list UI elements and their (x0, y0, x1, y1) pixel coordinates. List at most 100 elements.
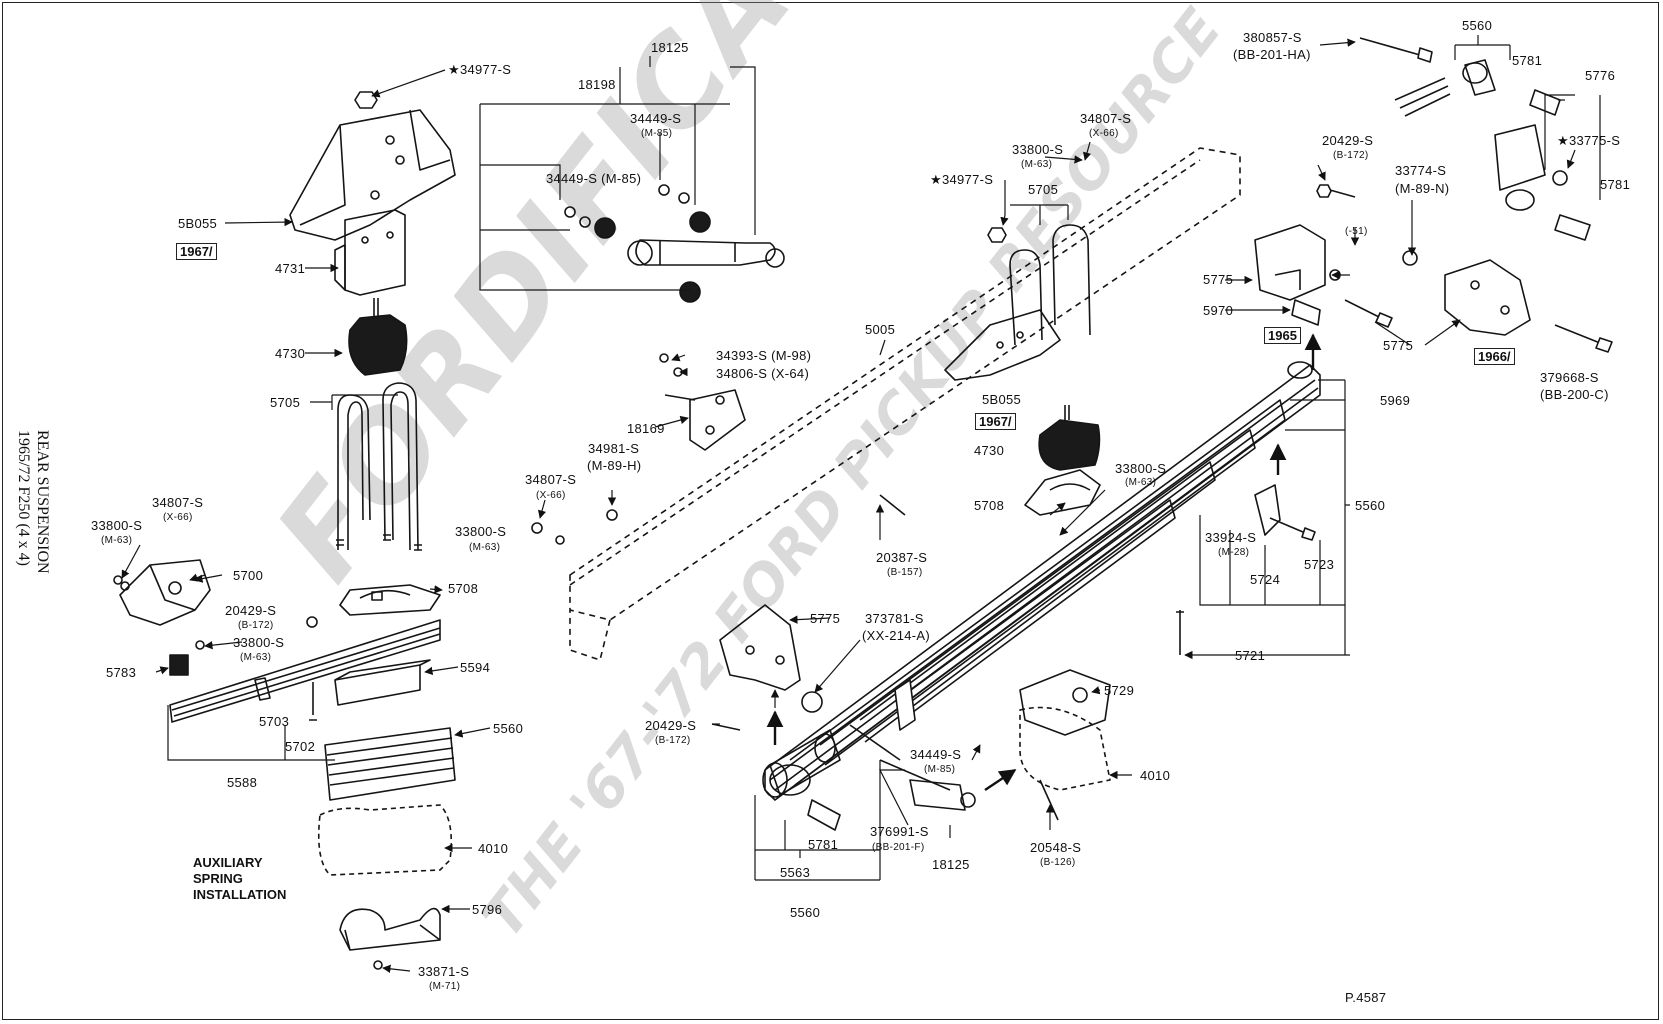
bolt-20429-right (1316, 184, 1356, 198)
part-label: 5776 (1585, 68, 1616, 83)
part-spec: (BB-200-C) (1540, 387, 1609, 402)
part-label: 5560 (1355, 498, 1386, 513)
hanger-5775-center (719, 604, 823, 713)
part-spec: (B-172) (238, 620, 274, 631)
nut-34977-left (354, 91, 378, 109)
shock-mount-18169 (664, 389, 746, 451)
part-label: 5775 (1383, 338, 1414, 353)
part-label: 5702 (285, 739, 316, 754)
bumper-4730-left (348, 298, 408, 376)
part-label: 33871-S (418, 964, 470, 979)
axle-4010-left (317, 804, 453, 876)
bolt-5969 (1344, 299, 1393, 328)
part-label: 380857-S (1243, 30, 1302, 45)
part-spec: (XX-214-A) (862, 628, 931, 643)
bolt-5723 (1269, 517, 1316, 541)
part-label: 34807-S (152, 495, 204, 510)
part-spec: (BB-201-F) (872, 842, 925, 853)
part-spec: (M-85) (641, 128, 673, 139)
part-label: 33800-S (455, 524, 507, 539)
axle-4010-right (1019, 706, 1111, 791)
part-spec: (B-157) (887, 567, 923, 578)
part-label: 5705 (270, 395, 301, 410)
part-label: 20548-S (1030, 840, 1082, 855)
part-spec: (X-66) (163, 512, 193, 523)
bolt-20387 (879, 494, 906, 516)
side-title-line1: REAR SUSPENSION (34, 430, 51, 574)
u-bolts-5705-left (336, 382, 422, 551)
part-label: 34449-S (910, 747, 962, 762)
part-label: ★34977-S (448, 62, 512, 77)
part-spec: (M-63) (1021, 159, 1053, 170)
part-label: 5588 (227, 775, 258, 790)
part-label: 20429-S (225, 603, 277, 618)
shock-lower-18125 (909, 779, 976, 811)
part-label: 5B055 (982, 392, 1022, 407)
side-title-line2: 1965/72 F250 (4 x 4) (15, 430, 32, 566)
part-label: 18125 (932, 857, 970, 872)
part-label: 34806-S (X-64) (716, 366, 810, 381)
bolt-5702 (309, 682, 317, 721)
part-spec: (B-126) (1040, 857, 1076, 868)
part-spec: (B-172) (655, 735, 691, 746)
part-label: 379668-S (1540, 370, 1599, 385)
part-spec: (BB-201-HA) (1233, 47, 1311, 62)
part-label: 5005 (865, 322, 896, 337)
part-spec: (M-71) (429, 981, 461, 992)
part-label: 5781 (1512, 53, 1543, 68)
front-eye-5563 (762, 729, 841, 798)
bushing-5970 (1291, 299, 1321, 326)
u-bolts-5705-center (1009, 224, 1091, 346)
part-label: 4731 (275, 261, 306, 276)
part-label: 4010 (478, 841, 509, 856)
frame-rail-5005 (569, 147, 1241, 661)
bushings-5781-right (1529, 89, 1591, 241)
part-label: 4730 (974, 443, 1005, 458)
part-spec: (M-63) (469, 542, 501, 553)
part-label: 5721 (1235, 648, 1266, 663)
shackle-5776-1966 (1462, 59, 1546, 211)
part-label: 5775 (810, 611, 841, 626)
main-spring-stack-5560-left (324, 727, 456, 801)
part-spec: (M-89-N) (1395, 181, 1450, 196)
year-badge: 1965 (1264, 327, 1301, 344)
part-spec: (B-172) (1333, 150, 1369, 161)
spring-end-1966 (1394, 77, 1451, 117)
part-spec: (M-63) (101, 535, 133, 546)
part-spec: (X-66) (1089, 128, 1119, 139)
bracket-5b055-center (944, 309, 1061, 381)
main-spring-5560 (764, 361, 1321, 801)
part-label: 20429-S (1322, 133, 1374, 148)
part-label: 4730 (275, 346, 306, 361)
part-label: 4010 (1140, 768, 1171, 783)
part-spec: (X-66) (536, 490, 566, 501)
part-label: 5970 (1203, 303, 1234, 318)
part-label: 5781 (1600, 177, 1631, 192)
bushing-5781-front (807, 799, 841, 831)
year-badge: 1967/ (975, 413, 1016, 430)
part-label: ★33775-S (1557, 133, 1621, 148)
part-label: 5B055 (178, 216, 218, 231)
part-label: 5775 (1203, 272, 1234, 287)
shackle-5783 (169, 654, 189, 676)
part-label: 34807-S (525, 472, 577, 487)
part-label: 5781 (808, 837, 839, 852)
part-label: 34449-S (630, 111, 682, 126)
part-label: 33800-S (1012, 142, 1064, 157)
part-label: 18169 (627, 421, 665, 436)
nut-34977-center (987, 227, 1007, 243)
part-label: 18198 (578, 77, 616, 92)
part-label: 20387-S (876, 550, 928, 565)
part-spec: (M-89-H) (587, 458, 642, 473)
side-title: REAR SUSPENSION 1965/72 F250 (4 x 4) (14, 430, 52, 650)
part-label: 34449-S (M-85) (546, 171, 642, 186)
part-label: 5560 (1462, 18, 1493, 33)
note-line2: SPRING (193, 871, 243, 886)
part-label: 18125 (651, 40, 689, 55)
block-5594 (334, 659, 431, 706)
part-label: 34807-S (1080, 111, 1132, 126)
spacer-5708-center (1024, 469, 1101, 516)
part-spec: (-51) (1345, 226, 1368, 237)
